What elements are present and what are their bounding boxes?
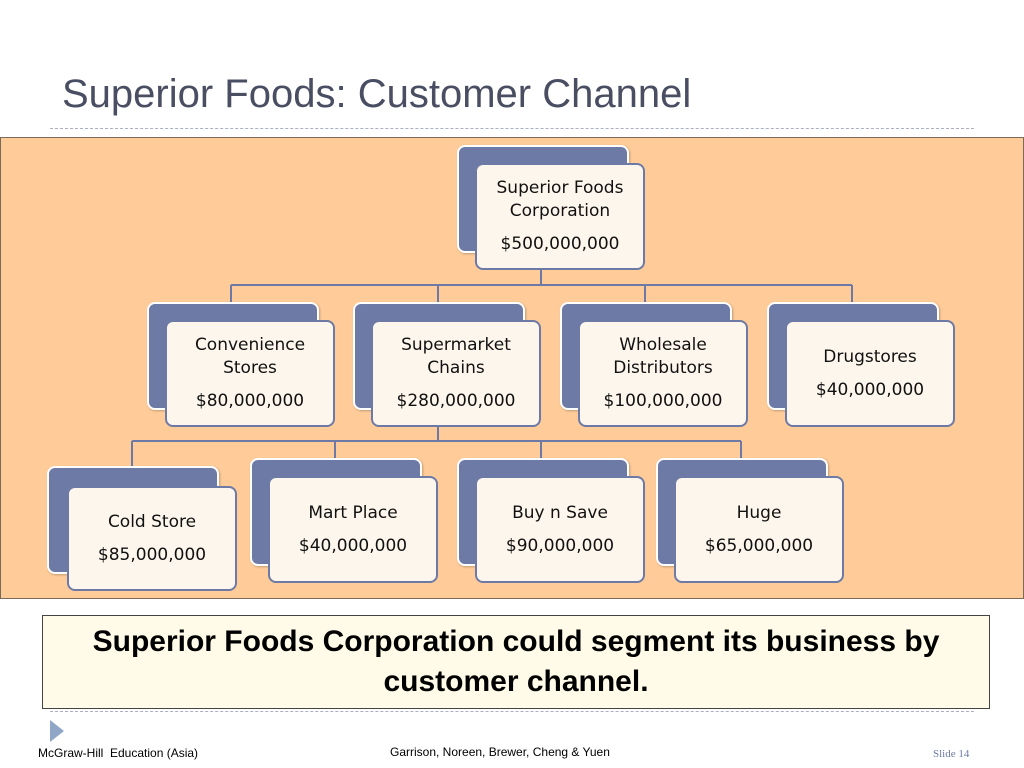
- chain-amount: $65,000,000: [704, 535, 814, 556]
- chain-card-cold-store: Cold Store $85,000,000: [67, 486, 237, 591]
- channel-name: Wholesale Distributors: [613, 335, 713, 378]
- page-title: Superior Foods: Customer Channel: [62, 72, 692, 116]
- triangle-arrow-icon: [50, 720, 64, 742]
- chain-amount: $85,000,000: [97, 544, 207, 565]
- root-amount: $500,000,000: [500, 234, 620, 254]
- footer-divider: [50, 711, 974, 712]
- channel-amount: $80,000,000: [195, 391, 305, 411]
- channel-amount: $100,000,000: [603, 391, 723, 411]
- chain-name: Buy n Save: [512, 502, 608, 523]
- chain-amount: $40,000,000: [298, 535, 408, 556]
- channel-amount: $280,000,000: [396, 391, 516, 411]
- channel-card-convenience: Convenience Stores $80,000,000: [165, 320, 335, 427]
- chain-card-mart-place: Mart Place $40,000,000: [268, 476, 438, 583]
- channel-name: Drugstores: [823, 346, 917, 367]
- channel-card-wholesale: Wholesale Distributors $100,000,000: [578, 320, 748, 427]
- channel-card-supermarket: Supermarket Chains $280,000,000: [371, 320, 541, 427]
- channel-amount: $40,000,000: [815, 379, 925, 400]
- caption-box: Superior Foods Corporation could segment…: [42, 615, 990, 709]
- caption-text: Superior Foods Corporation could segment…: [92, 625, 940, 698]
- chain-name: Huge: [736, 502, 782, 523]
- root-card: Superior Foods Corporation $500,000,000: [475, 163, 645, 270]
- title-divider: [50, 128, 974, 129]
- channel-name: Convenience Stores: [194, 335, 306, 378]
- chain-card-buy-n-save: Buy n Save $90,000,000: [475, 476, 645, 583]
- chain-name: Mart Place: [308, 502, 398, 523]
- chain-name: Cold Store: [107, 511, 197, 532]
- channel-name: Supermarket Chains: [401, 335, 511, 378]
- chain-card-huge: Huge $65,000,000: [674, 476, 844, 583]
- footer-authors: Garrison, Noreen, Brewer, Cheng & Yuen: [390, 745, 610, 759]
- channel-card-drugstores: Drugstores $40,000,000: [785, 320, 955, 427]
- slide-number: Slide 14: [933, 748, 970, 760]
- footer-publisher: McGraw-Hill Education (Asia): [38, 746, 199, 760]
- chain-amount: $90,000,000: [505, 535, 615, 556]
- root-name: Superior Foods Corporation: [496, 178, 624, 221]
